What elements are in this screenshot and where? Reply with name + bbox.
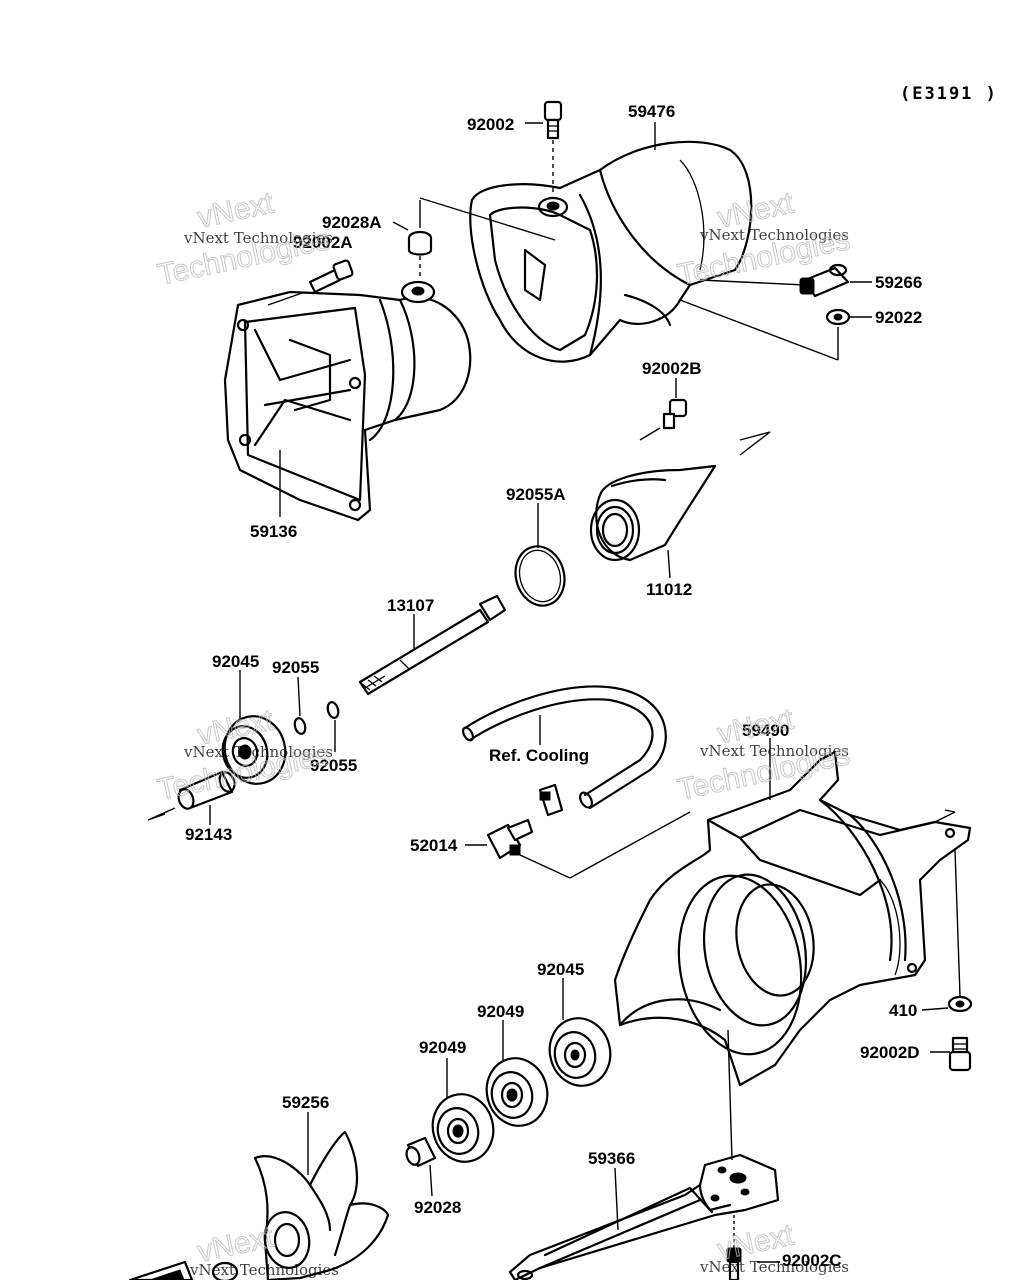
label-92049-b: 92049 <box>419 1038 466 1057</box>
watermark-text: vNext Technologies <box>183 229 333 247</box>
bearing-92045-upper <box>221 715 287 785</box>
bolt-92002A <box>267 259 354 306</box>
fitting-59266 <box>699 263 850 298</box>
housing-59476 <box>469 140 753 363</box>
collar-92028 <box>405 1136 437 1168</box>
shaft-13107 <box>358 594 507 696</box>
cooling-hose <box>461 685 667 817</box>
label-92055-lower: 92055 <box>310 756 357 775</box>
circlip-92055-b <box>326 701 340 719</box>
label-92002B: 92002B <box>642 359 702 378</box>
label-92045-upper: 92045 <box>212 652 259 671</box>
label-59476: 59476 <box>628 102 675 121</box>
label-92049-a: 92049 <box>477 1002 524 1021</box>
bolt-92002D <box>948 1036 972 1072</box>
oring-92055A <box>514 545 566 607</box>
washer-410 <box>947 849 973 1013</box>
circlip-92055-a <box>293 717 307 735</box>
watermark-text: vNext Technologies <box>189 1261 339 1279</box>
bolt-92002B <box>639 398 688 441</box>
label-ref-cooling: Ref. Cooling <box>489 746 589 765</box>
label-59256: 59256 <box>282 1093 329 1112</box>
housing-59490 <box>613 750 972 1087</box>
label-92028A: 92028A <box>322 213 382 232</box>
bolt-92002 <box>543 100 563 195</box>
label-92002: 92002 <box>467 115 514 134</box>
label-59136: 59136 <box>250 522 297 541</box>
label-13107: 13107 <box>387 596 434 615</box>
watermark-text: vNext Technologies <box>699 742 849 760</box>
impeller-59256 <box>253 1130 390 1280</box>
fitting-52014 <box>486 811 691 879</box>
label-92028: 92028 <box>414 1198 461 1217</box>
bearing-92049-b <box>431 1093 495 1163</box>
label-52014: 52014 <box>410 836 458 855</box>
part-labels: 92002 59476 92028A 92002A 59266 92022 92… <box>185 102 922 1270</box>
collar-92028A <box>407 197 556 280</box>
watermark-text: vNext <box>195 186 278 234</box>
label-92002C: 92002C <box>782 1251 842 1270</box>
label-59490: 59490 <box>742 721 789 740</box>
label-59366: 59366 <box>588 1149 635 1168</box>
leader-lines <box>209 122 950 1263</box>
label-92055-upper: 92055 <box>272 658 319 677</box>
label-92055A: 92055A <box>506 485 566 504</box>
label-92022: 92022 <box>875 308 922 327</box>
watermark-text: vNext Technologies <box>699 226 849 244</box>
label-92045-lower: 92045 <box>537 960 584 979</box>
reference-code: (E3191 ) <box>900 84 998 104</box>
bearing-92049-a <box>485 1057 549 1127</box>
bearing-92045-lower <box>548 1017 612 1087</box>
watermark-text: vNext Technologies <box>183 743 333 761</box>
housing-59136 <box>223 280 472 522</box>
sleeve-92143 <box>147 770 236 821</box>
bracket-59366 <box>508 1153 780 1280</box>
label-410: 410 <box>889 1001 917 1020</box>
label-92002A: 92002A <box>293 233 353 252</box>
label-11012: 11012 <box>646 580 692 599</box>
washer-92022 <box>679 299 851 361</box>
bolt-92002C <box>726 1215 742 1280</box>
label-92143: 92143 <box>185 825 232 844</box>
label-59266: 59266 <box>875 273 922 292</box>
partial-part-bottom-left <box>128 1260 239 1280</box>
label-92002D: 92002D <box>860 1043 920 1062</box>
watermark-text: vNext Technologies <box>699 1258 849 1276</box>
nozzle-11012 <box>589 431 771 562</box>
